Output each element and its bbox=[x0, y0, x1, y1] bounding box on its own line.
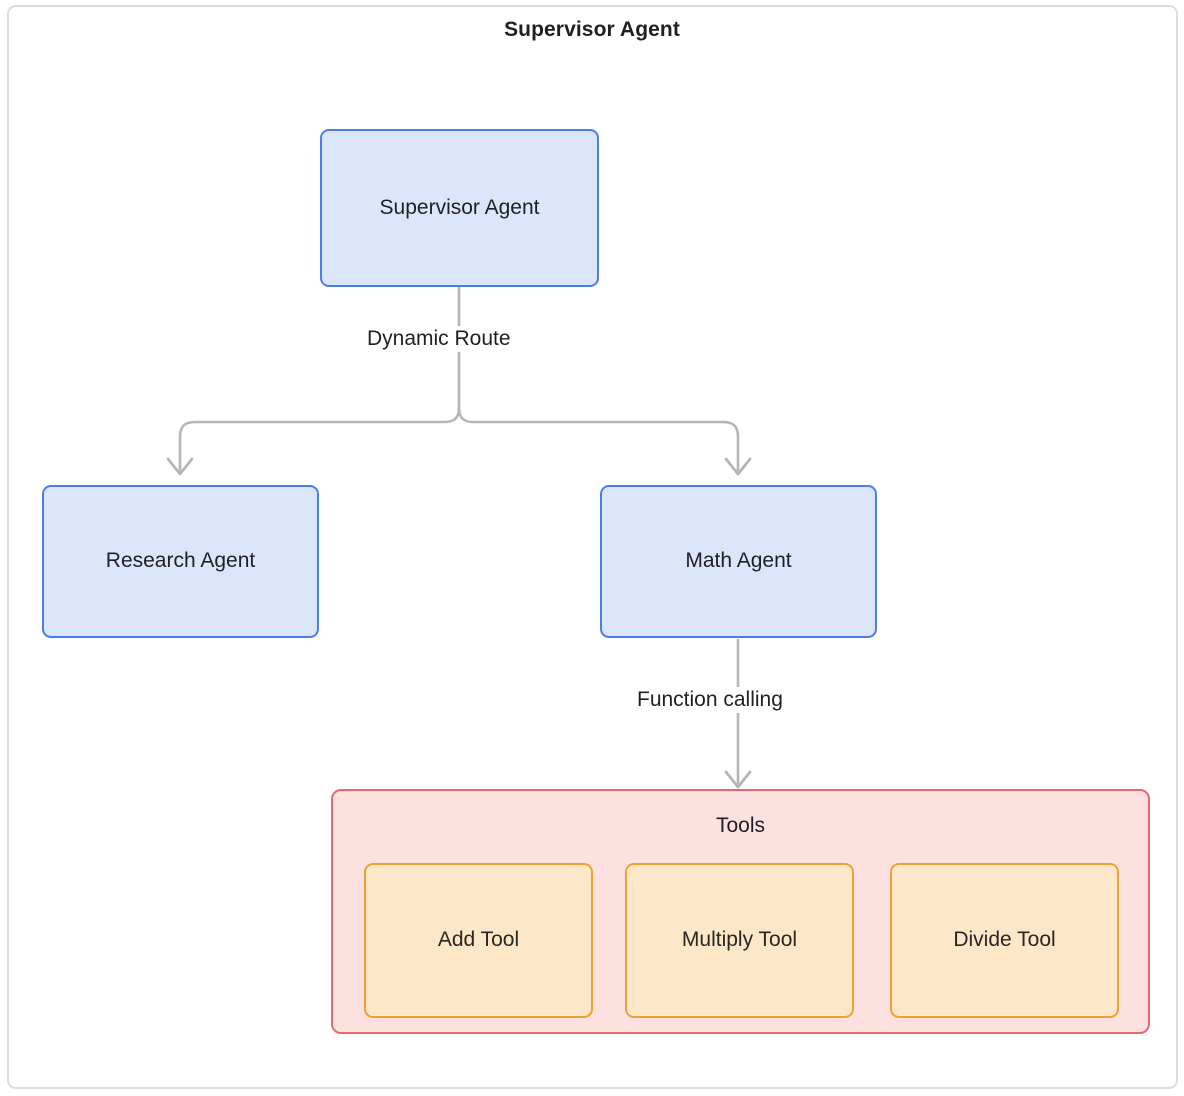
subgraph-tools[interactable]: Tools Add Tool Multiply Tool Divide Tool bbox=[331, 789, 1150, 1034]
node-divide-tool[interactable]: Divide Tool bbox=[890, 863, 1119, 1018]
node-math-agent[interactable]: Math Agent bbox=[600, 485, 877, 638]
page-title: Supervisor Agent bbox=[504, 18, 680, 41]
node-multiply-tool[interactable]: Multiply Tool bbox=[625, 863, 854, 1018]
node-add-tool-label: Add Tool bbox=[437, 928, 520, 952]
edge-label-function-calling: Function calling bbox=[631, 687, 789, 713]
edge-label-dynamic-route: Dynamic Route bbox=[361, 326, 517, 352]
node-add-tool[interactable]: Add Tool bbox=[364, 863, 593, 1018]
node-supervisor-agent-label: Supervisor Agent bbox=[379, 195, 540, 219]
node-math-agent-label: Math Agent bbox=[685, 549, 792, 573]
node-supervisor-agent[interactable]: Supervisor Agent bbox=[320, 129, 599, 287]
subgraph-tools-label: Tools bbox=[715, 814, 766, 837]
node-divide-tool-label: Divide Tool bbox=[953, 928, 1056, 952]
node-multiply-tool-label: Multiply Tool bbox=[681, 928, 798, 952]
node-research-agent-label: Research Agent bbox=[105, 549, 256, 573]
node-research-agent[interactable]: Research Agent bbox=[42, 485, 319, 638]
